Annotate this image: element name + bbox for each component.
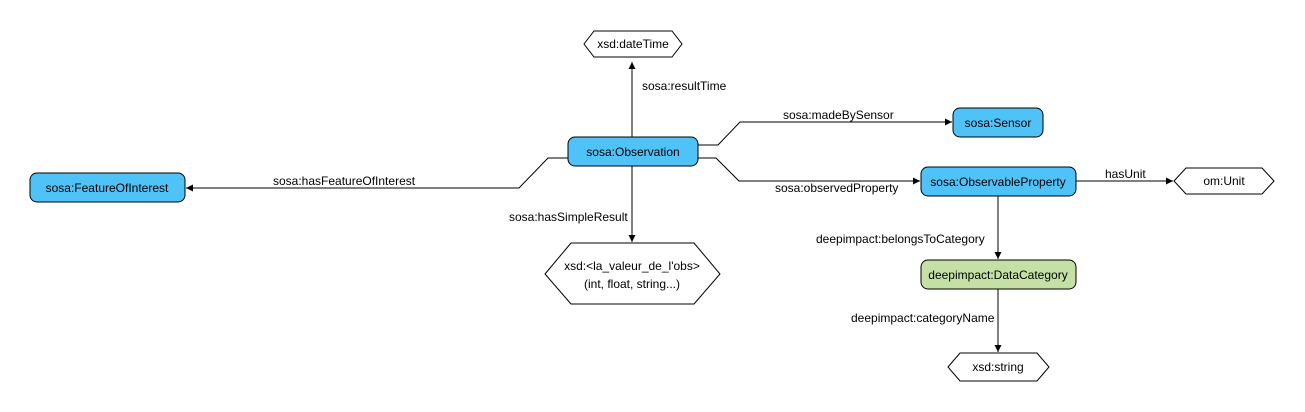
edge-label-belongs-to-category: deepimpact:belongsToCategory [816, 232, 985, 246]
node-obs-value-label-line2: (int, float, string...) [584, 277, 680, 291]
edge-label-has-unit: hasUnit [1105, 167, 1146, 181]
node-observable-property[interactable]: sosa:ObservableProperty [920, 166, 1077, 197]
node-string[interactable]: xsd:string [947, 352, 1050, 382]
node-feature-of-interest[interactable]: sosa:FeatureOfInterest [29, 172, 186, 203]
node-unit-label: om:Unit [1203, 174, 1245, 188]
edge-label-category-name: deepimpact:categoryName [851, 311, 995, 325]
node-feature-of-interest-label: sosa:FeatureOfInterest [46, 181, 169, 195]
node-observable-property-label: sosa:ObservableProperty [930, 175, 1065, 189]
node-obs-value[interactable]: xsd:<la_valeur_de_l'obs> (int, float, st… [544, 242, 721, 305]
edge-label-made-by-sensor: sosa:madeBySensor [783, 108, 894, 122]
edge-label-has-feature-of-interest: sosa:hasFeatureOfInterest [273, 174, 416, 188]
node-string-label: xsd:string [972, 360, 1023, 374]
node-sensor-label: sosa:Sensor [965, 116, 1032, 130]
node-observation-label: sosa:Observation [586, 145, 679, 159]
node-obs-value-label-line1: xsd:<la_valeur_de_l'obs> [564, 259, 700, 273]
edge-label-has-simple-result: sosa:hasSimpleResult [509, 210, 628, 224]
edge-has-feature-of-interest [186, 157, 568, 192]
node-data-category[interactable]: deepimpact:DataCategory [920, 259, 1077, 290]
node-unit[interactable]: om:Unit [1173, 167, 1275, 195]
edge-label-observed-property: sosa:observedProperty [775, 181, 898, 195]
node-sensor[interactable]: sosa:Sensor [952, 107, 1044, 138]
edge-observed-property [698, 157, 920, 185]
node-datetime-label: xsd:dateTime [597, 37, 669, 51]
node-observation[interactable]: sosa:Observation [567, 136, 699, 167]
node-datetime[interactable]: xsd:dateTime [583, 30, 683, 58]
node-data-category-label: deepimpact:DataCategory [928, 268, 1067, 282]
edge-label-result-time: sosa:resultTime [642, 79, 727, 93]
edge-made-by-sensor [698, 118, 952, 146]
